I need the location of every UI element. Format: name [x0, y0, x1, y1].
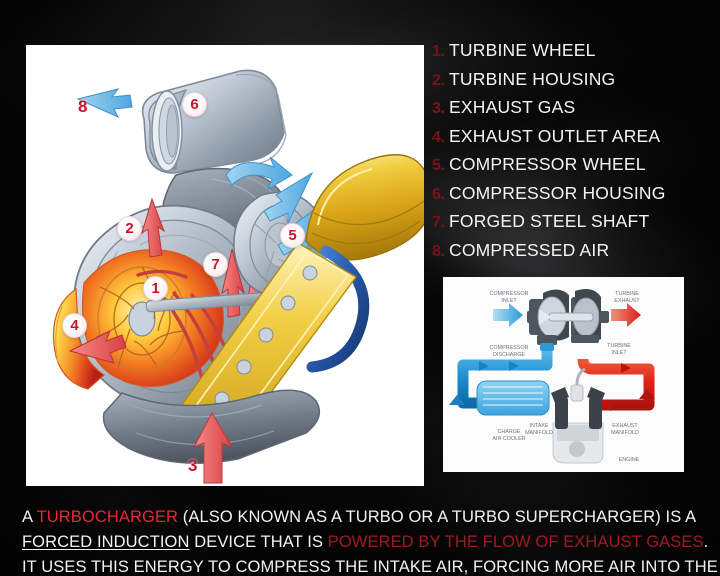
- legend-label: FORGED STEEL SHAFT: [449, 211, 650, 231]
- legend-label: COMPRESSED AIR: [449, 239, 610, 260]
- caption-text: DEVICE THAT IS: [189, 533, 328, 551]
- label-turbine-exhaust-2: EXHAUST: [614, 298, 640, 304]
- legend-number: 7.: [432, 214, 445, 231]
- intake-runner: [555, 397, 568, 429]
- compressor-inlet-arrow: [493, 303, 523, 327]
- schematic-engine: [551, 367, 605, 464]
- legend-label: COMPRESSOR WHEEL: [449, 154, 646, 174]
- charge-air-cooler: [476, 380, 550, 416]
- actuator-hose: [306, 245, 370, 373]
- label-intake-manifold-2: MANIFOLD: [525, 430, 553, 436]
- cutaway-callout-6: 6: [182, 92, 207, 117]
- caption-highlight-powered-by: POWERED BY THE FLOW OF EXHAUST GASES: [327, 533, 704, 551]
- caption-text: .: [703, 533, 709, 551]
- cutaway-callout-7: 7: [203, 252, 228, 277]
- turbocharger-cutaway-panel: 8 3 6 2 5 7 1 4: [26, 45, 424, 486]
- legend-number: 5.: [432, 157, 445, 174]
- caption-text: A: [22, 508, 37, 526]
- label-charge-air-cooler: CHARGE: [497, 429, 520, 435]
- label-engine: ENGINE: [619, 457, 640, 463]
- legend-item-turbine-wheel: 1. TURBINE WHEEL: [432, 40, 704, 69]
- label-turbine-exhaust: TURBINE: [615, 291, 639, 297]
- legend-number: 8.: [432, 242, 445, 260]
- turbo-system-schematic-panel: COMPRESSOR INLET COMPRESSOR DISCHARGE TU…: [443, 277, 684, 472]
- exhaust-inlet-arrow: [192, 411, 234, 484]
- legend-number: 6.: [432, 185, 445, 203]
- cutaway-callout-8: 8: [78, 97, 88, 116]
- label-charge-air-cooler-2: AIR COOLER: [492, 436, 525, 442]
- legend-number: 2.: [432, 71, 445, 89]
- legend-item-turbine-housing: 2. TURBINE HOUSING: [432, 69, 704, 98]
- caption-text: (ALSO KNOWN AS A TURBO OR A TURBO SUPERC…: [178, 508, 697, 526]
- caption-line-1: A TURBOCHARGER (ALSO KNOWN AS A TURBO OR…: [22, 505, 698, 530]
- label-intake-manifold: INTAKE: [529, 423, 548, 429]
- cutaway-callout-4: 4: [62, 313, 87, 338]
- legend-item-compressor-housing: 6. COMPRESSOR HOUSING: [432, 183, 704, 212]
- cutaway-callout-2: 2: [117, 216, 142, 241]
- caption-underline-forced-induction: FORCED INDUCTION: [22, 533, 190, 551]
- label-compressor-inlet: COMPRESSOR: [490, 291, 529, 297]
- legend-item-exhaust-outlet-area: 4. EXHAUST OUTLET AREA: [432, 126, 704, 155]
- legend-number: 4.: [432, 128, 445, 146]
- caption-highlight-turbocharger: TURBOCHARGER: [36, 508, 179, 526]
- compressor-discharge-pipe: [457, 351, 553, 409]
- turbine-wheel-hot-core: [52, 249, 225, 390]
- label-turbine-inlet: TURBINE: [607, 343, 631, 349]
- legend-item-exhaust-gas: 3. EXHAUST GAS: [432, 97, 704, 126]
- turbocharger-cutaway-illustration: [26, 45, 424, 486]
- legend-number: 1.: [432, 43, 445, 60]
- component-legend-list: 1. TURBINE WHEEL 2. TURBINE HOUSING 3. E…: [432, 40, 704, 268]
- caption-line-2: FORCED INDUCTION DEVICE THAT IS POWERED …: [22, 530, 708, 555]
- cutaway-callout-1: 1: [143, 276, 168, 301]
- caption-block: A TURBOCHARGER (ALSO KNOWN AS A TURBO OR…: [0, 505, 720, 576]
- schematic-turbo-unit: [527, 289, 609, 351]
- actuator-canister: [305, 154, 424, 261]
- label-compressor-inlet-2: INLET: [501, 298, 517, 304]
- label-compressor-discharge-2: DISCHARGE: [493, 352, 525, 358]
- label-turbine-inlet-2: INLET: [611, 350, 627, 356]
- legend-label: COMPRESSOR HOUSING: [449, 182, 666, 203]
- cutaway-callout-5: 5: [280, 223, 305, 248]
- compressor-housing-group: [141, 69, 287, 174]
- legend-number: 3.: [432, 100, 445, 117]
- turbo-system-schematic: COMPRESSOR INLET COMPRESSOR DISCHARGE TU…: [443, 277, 684, 472]
- schematic-labels: COMPRESSOR INLET COMPRESSOR DISCHARGE TU…: [490, 291, 641, 463]
- legend-item-compressed-air: 8. COMPRESSED AIR: [432, 240, 704, 269]
- label-compressor-discharge: COMPRESSOR: [490, 345, 529, 351]
- legend-label: TURBINE HOUSING: [449, 68, 616, 89]
- legend-label: EXHAUST OUTLET AREA: [449, 125, 661, 146]
- caption-line-3: IT USES THIS ENERGY TO COMPRESS THE INTA…: [22, 558, 718, 576]
- legend-item-compressor-wheel: 5. COMPRESSOR WHEEL: [432, 154, 704, 183]
- turbine-exhaust-arrow: [611, 303, 641, 327]
- legend-label: TURBINE WHEEL: [449, 40, 596, 60]
- legend-label: EXHAUST GAS: [449, 97, 576, 117]
- legend-item-forged-steel-shaft: 7. FORGED STEEL SHAFT: [432, 211, 704, 240]
- hot-flow-arrows: [601, 363, 655, 411]
- label-exhaust-manifold: EXHAUST: [612, 423, 638, 429]
- exhaust-runner: [589, 397, 602, 429]
- label-exhaust-manifold-2: MANIFOLD: [611, 430, 639, 436]
- cutaway-callout-3: 3: [188, 456, 198, 475]
